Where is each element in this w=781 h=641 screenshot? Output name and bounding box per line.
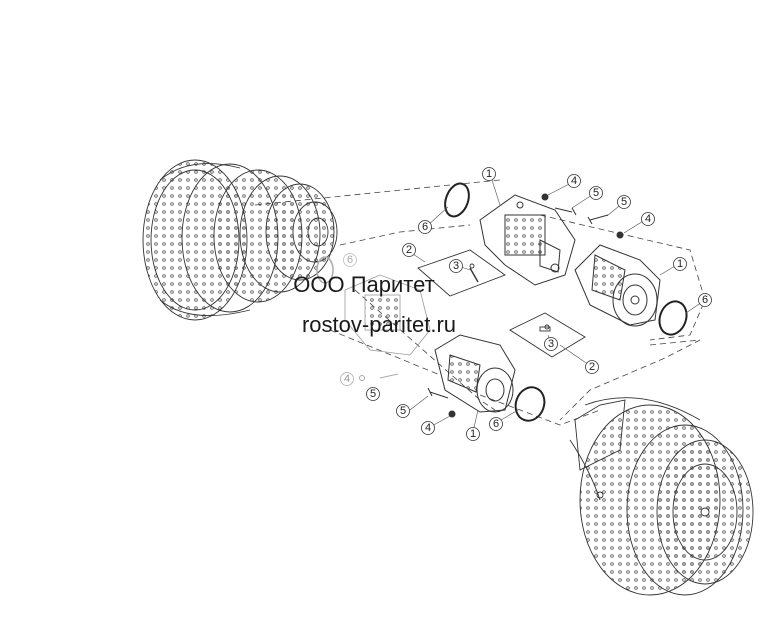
seal-kit-lower — [509, 312, 586, 358]
watermark-company-name: ООО Паритет — [293, 272, 435, 297]
callout-2-lower-kit: 2 — [589, 361, 595, 373]
hydraulic-motor-lower — [434, 334, 516, 413]
callout-6-right: 6 — [702, 294, 708, 306]
callout-marker — [402, 243, 416, 257]
callout-3-lower-kit: 3 — [548, 338, 554, 350]
callout-marker — [698, 293, 712, 307]
callout-marker — [421, 421, 435, 435]
callout-marker — [340, 372, 354, 386]
callout-marker — [567, 174, 581, 188]
callout-4-faded: 4 — [344, 373, 350, 385]
final-drive-upper-left — [142, 159, 338, 321]
callout-marker — [482, 167, 496, 181]
callout-markers — [340, 167, 712, 441]
callout-1-lower-motor: 1 — [470, 428, 476, 440]
hydraulic-motor-upper — [479, 194, 576, 286]
bolts-and-washers — [359, 193, 624, 418]
final-drive-lower-right — [569, 397, 754, 596]
callout-marker — [396, 404, 410, 418]
watermark-website: rostov-paritet.ru — [301, 312, 457, 337]
callout-3-upper-kit: 3 — [453, 260, 459, 272]
hydraulic-motor-right — [574, 244, 661, 327]
callout-6-lower: 6 — [493, 418, 499, 430]
callout-4-lower: 4 — [425, 422, 431, 434]
callout-4-upper: 4 — [571, 175, 577, 187]
hydraulic-motor-left-faded — [344, 274, 431, 356]
callout-marker — [544, 337, 558, 351]
callout-marker — [366, 387, 380, 401]
callout-marker — [466, 427, 480, 441]
callout-marker — [673, 257, 687, 271]
callout-marker — [589, 186, 603, 200]
callout-marker — [585, 360, 599, 374]
callout-5-right: 5 — [621, 196, 627, 208]
callout-5-upper: 5 — [593, 187, 599, 199]
callout-marker — [418, 220, 432, 234]
callout-5-left: 5 — [370, 388, 376, 400]
seal-kit-upper — [417, 249, 506, 297]
callout-5-lower: 5 — [400, 405, 406, 417]
callout-6-faded: 6 — [347, 254, 353, 266]
o-ring-faded — [316, 256, 334, 284]
callout-1-upper-motor: 1 — [486, 168, 492, 180]
callout-marker — [641, 212, 655, 226]
callout-2-upper-kit: 2 — [406, 244, 412, 256]
callout-marker — [449, 259, 463, 273]
callout-6-upper: 6 — [422, 221, 428, 233]
callout-leaders — [409, 179, 706, 433]
callout-marker — [617, 195, 631, 209]
callout-1-right-motor: 1 — [677, 258, 683, 270]
callout-4-right: 4 — [645, 213, 651, 225]
callout-marker — [489, 417, 503, 431]
o-rings — [444, 182, 688, 422]
callout-marker — [343, 253, 357, 267]
